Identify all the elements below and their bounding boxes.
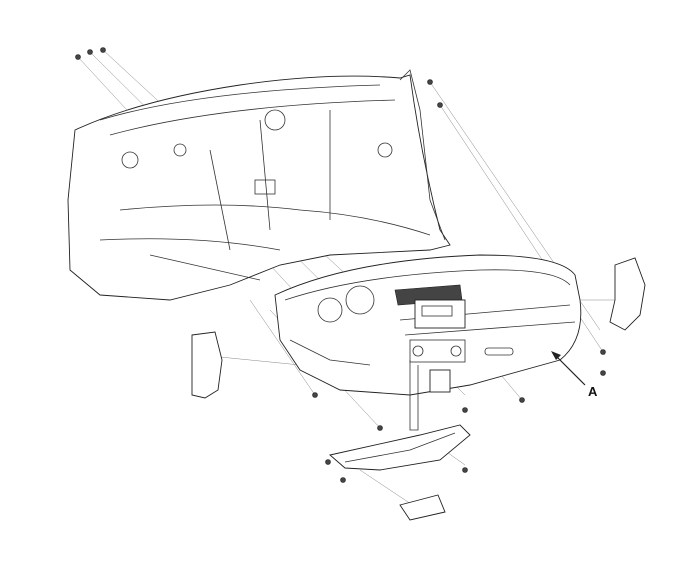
- lower-crash-pad: [329, 424, 471, 471]
- vehicle-body-shell: [67, 69, 451, 301]
- side-cover-right: [609, 257, 646, 331]
- callout-a: A: [551, 351, 598, 399]
- crash-pad: [274, 254, 582, 431]
- side-cover-left: [191, 331, 223, 399]
- arrow-head-icon: [551, 351, 561, 360]
- callout-label: A: [588, 384, 598, 399]
- side-panels: [191, 257, 646, 521]
- bolts: [75, 47, 606, 483]
- lower-cover: [399, 494, 446, 521]
